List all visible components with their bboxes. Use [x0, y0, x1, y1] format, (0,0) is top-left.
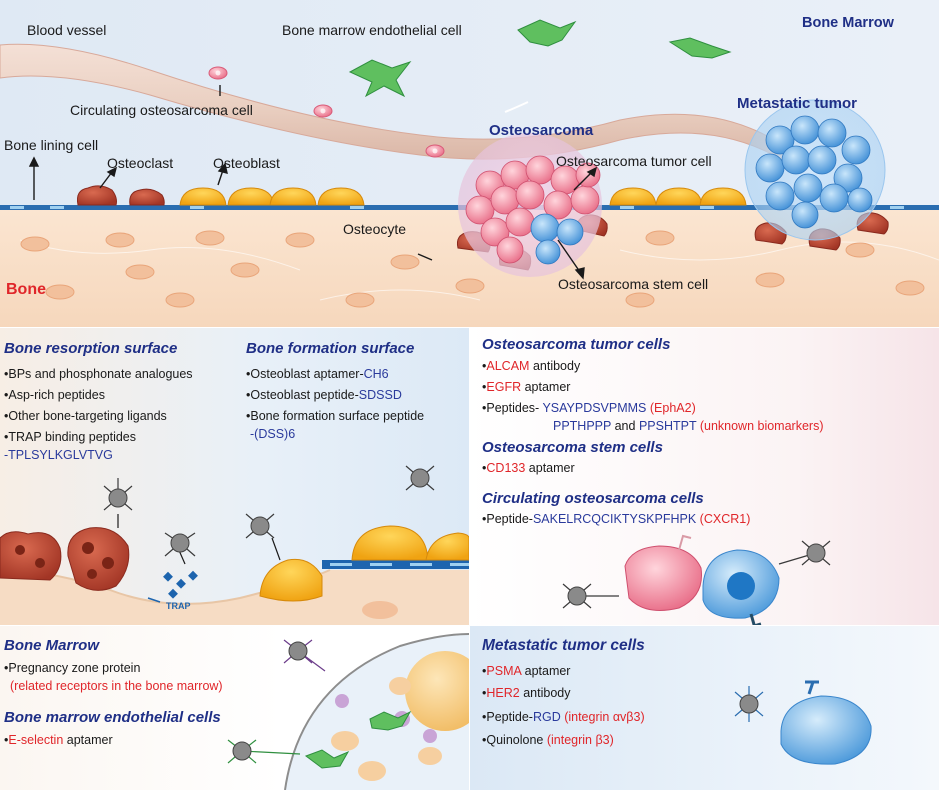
divider-vertical	[469, 328, 470, 790]
bm-item-pregnancy-zone-protein: •Pregnancy zone protein	[4, 661, 141, 675]
label-bone-marrow: Bone Marrow	[802, 15, 894, 31]
meta-item-rgd: •Peptide-RGD (integrin αvβ3)	[482, 710, 645, 724]
label-blood-vessel: Blood vessel	[27, 22, 107, 38]
label-osteoclast: Osteoclast	[107, 155, 174, 171]
resorption-item-1: •BPs and phosphonate analogues	[4, 367, 193, 381]
label-osteosarcoma-tumor-cell: Osteosarcoma tumor cell	[556, 153, 712, 169]
bone-surface-panel: Bone resorption surface •BPs and phospho…	[0, 328, 469, 626]
label-metastatic-tumor: Metastatic tumor	[737, 95, 858, 112]
label-bm-endothelial-cell: Bone marrow endothelial cell	[282, 22, 462, 38]
formation-item-3-seq: -(DSS)6	[250, 427, 296, 441]
meta-item-quinolone: •Quinolone (integrin β3)	[482, 733, 614, 747]
title-circulating-os-cells: Circulating osteosarcoma cells	[482, 490, 704, 507]
label-bone-lining-cell: Bone lining cell	[4, 137, 99, 153]
formation-item-1: •Osteoblast aptamer-CH6	[246, 367, 389, 381]
label-osteoblast: Osteoblast	[213, 155, 280, 171]
meta-item-psma: •PSMA aptamer	[482, 664, 571, 678]
metastatic-cells-illustration	[734, 680, 872, 765]
label-circulating-osteosarcoma-cell: Circulating osteosarcoma cell	[70, 102, 253, 118]
bone-marrow-panel: Bone Marrow •Pregnancy zone protein (rel…	[0, 626, 469, 790]
label-osteosarcoma-stem-cell: Osteosarcoma stem cell	[558, 276, 709, 292]
os-tumor-item-alcam: •ALCAM antibody	[482, 359, 581, 373]
os-stem-item-cd133: •CD133 aptamer	[482, 461, 575, 475]
title-bone-formation: Bone formation surface	[246, 340, 415, 357]
resorption-seq: -TPLSYLKGLVTVG	[4, 448, 113, 462]
label-osteocyte: Osteocyte	[343, 221, 407, 237]
bm-endo-item-eselectin: •E-selectin aptamer	[4, 733, 113, 747]
osteosarcoma-cells-illustration	[562, 534, 831, 626]
top-illustration	[0, 0, 939, 328]
os-tumor-item-peptides: •Peptides- YSAYPDSVPMMS (EphA2)	[482, 401, 696, 415]
divider-horizontal-bottom	[0, 625, 939, 626]
formation-item-2: •Osteoblast peptide-SDSSD	[246, 388, 402, 402]
meta-item-her2: •HER2 antibody	[482, 686, 571, 700]
title-bm-endothelial-cells: Bone marrow endothelial cells	[4, 709, 221, 726]
title-os-tumor-cells: Osteosarcoma tumor cells	[482, 336, 671, 353]
bone-marrow-illustration	[227, 633, 469, 790]
bone-surface-illustration	[0, 465, 469, 626]
metastatic-cells-panel: Metastatic tumor cells •PSMA aptamer •HE…	[469, 626, 939, 790]
trap-label: TRAP	[166, 601, 191, 611]
title-bone-resorption: Bone resorption surface	[4, 340, 178, 357]
os-tumor-item-peptides-2: PPTHPPP and PPSHTPT (unknown biomarkers)	[553, 419, 824, 433]
top-panel: Blood vessel Bone marrow endothelial cel…	[0, 0, 939, 328]
resorption-item-3: •Other bone-targeting ligands	[4, 409, 167, 423]
title-os-stem-cells: Osteosarcoma stem cells	[482, 439, 663, 456]
os-tumor-item-egfr: •EGFR aptamer	[482, 380, 571, 394]
label-osteosarcoma: Osteosarcoma	[489, 122, 594, 139]
title-bone-marrow: Bone Marrow	[4, 637, 100, 654]
formation-item-3: •Bone formation surface peptide	[246, 409, 425, 423]
resorption-item-2: •Asp-rich peptides	[4, 388, 105, 402]
divider-horizontal-top	[0, 327, 939, 328]
osteosarcoma-cells-panel: Osteosarcoma tumor cells •ALCAM antibody…	[469, 328, 939, 626]
bm-item-related-receptors: (related receptors in the bone marrow)	[10, 679, 223, 693]
circ-item-peptide: •Peptide-SAKELRCQCIKTYSKPFHPK (CXCR1)	[482, 512, 751, 526]
label-bone: Bone	[6, 281, 46, 298]
resorption-item-4: •TRAP binding peptides	[4, 430, 137, 444]
title-metastatic-tumor-cells: Metastatic tumor cells	[482, 637, 645, 654]
